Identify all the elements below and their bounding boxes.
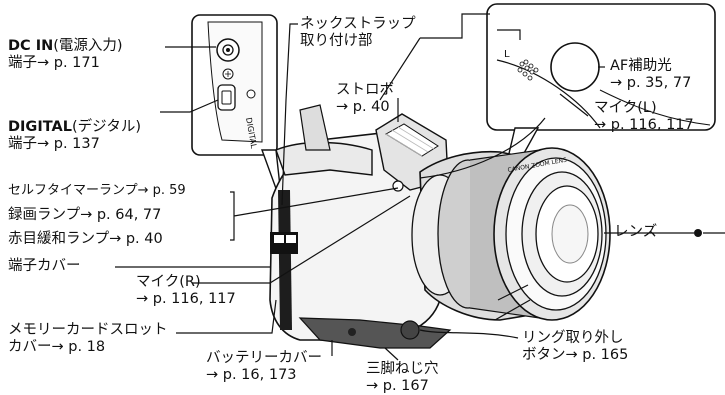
dc-in-page: 端子→ p. 171 — [8, 55, 100, 71]
lens-label: レンズ — [614, 224, 658, 240]
terminals-callout: DIGITAL — [191, 14, 283, 206]
ring-release-button-icon — [400, 320, 420, 340]
strobe-line1: ストロボ — [336, 82, 394, 98]
neck-strap-line2: 取り付け部 — [300, 33, 373, 49]
tripod-label: 三脚ねじ穴 → p. 167 — [366, 361, 439, 395]
mic-r-label: マイク(R) → p. 116, 117 — [136, 274, 236, 308]
red-eye-label: 赤目緩和ランプ→ p. 40 — [8, 231, 163, 247]
mic-r-line2: → p. 116, 117 — [136, 291, 236, 307]
ring-release-label: リング取り外し ボタン→ p. 165 — [522, 330, 628, 364]
lens-assembly: CANON ZOOM LENS — [411, 147, 611, 321]
memory-card-line2: カバー→ p. 18 — [8, 339, 106, 355]
dc-in-name: DC IN — [8, 38, 54, 54]
neck-strap-line1: ネックストラップ — [300, 16, 416, 32]
af-assist-line2: → p. 35, 77 — [610, 75, 692, 91]
tripod-line1: 三脚ねじ穴 — [366, 361, 439, 377]
ring-release-line2: ボタン→ p. 165 — [522, 347, 629, 363]
grip-side — [278, 190, 292, 330]
strobe-line2: → p. 40 — [336, 99, 390, 115]
mic-l-letter: L — [504, 49, 510, 60]
ring-release-line1: リング取り外し — [522, 330, 624, 346]
mic-l-line2: → p. 116, 117 — [594, 117, 694, 133]
mic-l-line1: マイク(L) — [594, 100, 657, 116]
grip-top — [299, 104, 331, 151]
mic-l-label: マイク(L) → p. 116, 117 — [594, 100, 694, 134]
af-assist-line1: AF補助光 — [610, 58, 672, 74]
digital-label: DIGITAL(デジタル) 端子→ p. 137 — [8, 119, 141, 153]
neck-strap-label: ネックストラップ 取り付け部 — [300, 16, 416, 50]
lens-pointer-dot — [694, 229, 702, 237]
digital-desc: (デジタル) — [71, 119, 141, 135]
strobe-label: ストロボ → p. 40 — [336, 82, 394, 116]
mic-r-line1: マイク(R) — [136, 274, 201, 290]
battery-cover-label: バッテリーカバー → p. 16, 173 — [206, 350, 322, 384]
battery-cover-line2: → p. 16, 173 — [206, 367, 297, 383]
dc-in-desc: (電源入力) — [53, 38, 123, 54]
digital-name: DIGITAL — [8, 119, 72, 135]
leader-lines — [115, 13, 694, 361]
battery-cover-line1: バッテリーカバー — [206, 350, 322, 366]
tripod-line2: → p. 167 — [366, 378, 429, 394]
af-lamp-icon — [550, 42, 600, 92]
self-timer-lamp-icon — [392, 180, 404, 192]
mic-l-holes-icon — [517, 59, 539, 81]
rec-lamp-label: 録画ランプ→ p. 64, 77 — [8, 207, 162, 223]
digital-page: 端子→ p. 137 — [8, 136, 100, 152]
dc-in-label: DC IN(電源入力) 端子→ p. 171 — [8, 38, 123, 72]
battery-cover-icon — [298, 317, 452, 349]
memory-card-label: メモリーカードスロット カバー→ p. 18 — [8, 322, 168, 356]
memory-card-line1: メモリーカードスロット — [8, 322, 168, 338]
terminal-cover-label: 端子カバー — [8, 258, 81, 274]
af-assist-label: AF補助光 → p. 35, 77 — [610, 58, 691, 92]
self-timer-label: セルフタイマーランプ→ p. 59 — [8, 183, 186, 198]
